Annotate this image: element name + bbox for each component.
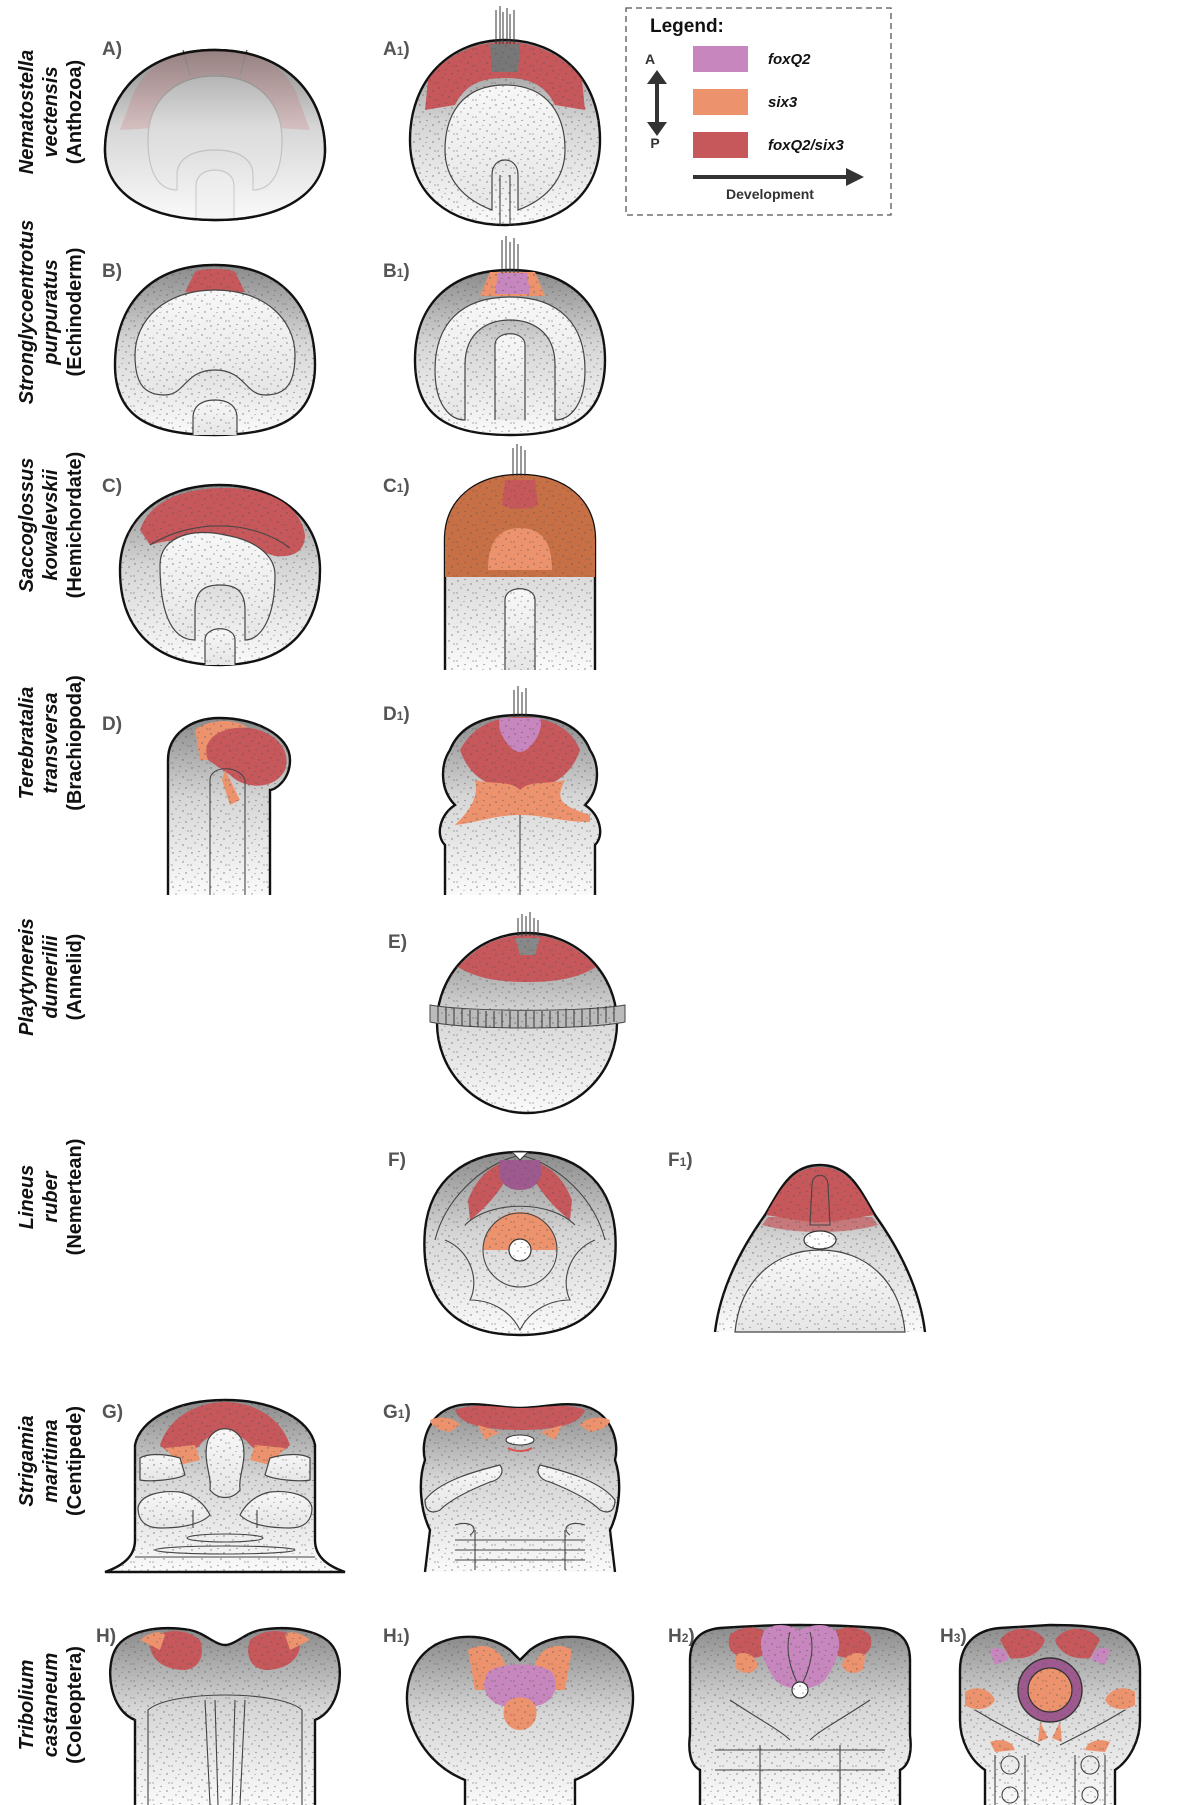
group-name: (Hemichordate) <box>64 452 86 599</box>
species-label-row-7: Strigamia maritima (Centipede) <box>16 1406 86 1516</box>
legend-label-six3: six3 <box>768 94 798 111</box>
group-name: (Nemertean) <box>64 1139 86 1256</box>
species-name-line1: Strigamia <box>16 1415 38 1506</box>
species-name-line2: transversa <box>40 692 62 793</box>
axis-posterior-label: P <box>650 135 659 151</box>
species-name-line2: vectensis <box>40 66 62 157</box>
panel-label-G: G) <box>102 1402 123 1423</box>
species-name-line2: kowalevskii <box>40 469 62 581</box>
species-label-row-8: Tribolium castaneum (Coleoptera) <box>16 1646 86 1764</box>
embryo-C1 <box>445 444 595 670</box>
development-label: Development <box>726 186 814 202</box>
species-label-row-5: Playtynereis dumerilii (Annelid) <box>16 918 86 1036</box>
embryo-C <box>120 485 320 665</box>
embryo-H <box>110 1628 340 1805</box>
legend-title: Legend: <box>650 16 724 37</box>
group-name: (Coleoptera) <box>64 1646 86 1764</box>
panel-label-H1: H1) <box>383 1626 410 1647</box>
axis-anterior-label: A <box>645 51 655 67</box>
species-label-row-4: Terebratalia transversa (Brachiopoda) <box>16 675 86 811</box>
panel-label-B1: B1) <box>383 261 410 282</box>
embryo-D1 <box>440 686 600 895</box>
embryo-B1 <box>415 236 605 435</box>
group-name: (Anthozoa) <box>64 60 86 164</box>
species-name-line2: purpuratus <box>40 259 62 366</box>
species-name-line1: Terebratalia <box>16 687 38 800</box>
embryo-H1 <box>407 1637 633 1805</box>
species-name-line1: Nematostella <box>16 50 38 175</box>
legend: Legend: A P foxQ2 six3 foxQ2/six3 Develo… <box>626 8 891 215</box>
legend-label-foxq2-six3: foxQ2/six3 <box>768 137 845 154</box>
species-name-line2: dumerilii <box>40 935 62 1019</box>
panel-label-H: H) <box>96 1626 116 1647</box>
apical-tuft-icon <box>514 686 526 717</box>
group-name: (Annelid) <box>64 934 86 1021</box>
panel-label-C: C) <box>102 476 122 497</box>
panel-label-D: D) <box>102 714 122 735</box>
embryo-G <box>105 1400 345 1572</box>
embryo-E <box>430 912 625 1113</box>
apical-tuft-icon <box>513 444 525 476</box>
panel-label-E: E) <box>388 932 407 953</box>
embryo-H2 <box>689 1625 910 1805</box>
species-name-line1: Saccoglossus <box>16 458 38 593</box>
species-name-line2: castaneum <box>40 1653 62 1758</box>
species-name-line2: maritima <box>40 1419 62 1502</box>
species-name-line1: Lineus <box>16 1165 38 1229</box>
group-name: (Echinoderm) <box>64 248 86 377</box>
panel-label-G1: G1) <box>383 1402 411 1423</box>
panel-label-H3: H3) <box>940 1626 967 1647</box>
species-label-row-1: Nematostella vectensis (Anthozoa) <box>16 50 86 175</box>
species-name-line2: ruber <box>40 1170 62 1222</box>
panel-label-A: A) <box>102 39 122 60</box>
embryo-B <box>115 265 315 435</box>
embryo-F <box>424 1152 615 1335</box>
embryo-D <box>168 718 290 895</box>
embryo-A1 <box>410 6 600 225</box>
species-label-row-6: Lineus ruber (Nemertean) <box>16 1139 86 1256</box>
legend-box <box>626 8 891 215</box>
panel-label-B: B) <box>102 261 122 282</box>
embryo-F1 <box>715 1165 925 1332</box>
panel-label-C1: C1) <box>383 476 410 497</box>
apical-tuft-icon <box>502 236 518 273</box>
species-name-line1: Playtynereis <box>16 918 38 1036</box>
legend-label-foxq2: foxQ2 <box>768 51 811 68</box>
legend-swatch-foxq2 <box>693 46 748 72</box>
apical-tuft-icon <box>496 6 514 44</box>
species-name-line1: Tribolium <box>16 1660 38 1751</box>
legend-swatch-six3 <box>693 89 748 115</box>
embryo-A <box>105 50 325 220</box>
species-label-row-3: Saccoglossus kowalevskii (Hemichordate) <box>16 452 86 599</box>
group-name: (Brachiopoda) <box>64 675 86 811</box>
panel-label-D1: D1) <box>383 704 410 725</box>
embryo-H3 <box>960 1625 1140 1805</box>
panel-label-A1: A1) <box>383 39 410 60</box>
legend-swatch-foxq2-six3 <box>693 132 748 158</box>
group-name: (Centipede) <box>64 1406 86 1516</box>
species-label-row-2: Stronglycoentrotus purpuratus (Echinoder… <box>16 220 86 404</box>
embryo-G1 <box>421 1404 619 1572</box>
panel-label-F: F) <box>388 1150 406 1171</box>
panel-label-F1: F1) <box>668 1150 693 1171</box>
panel-label-H2: H2) <box>668 1626 695 1647</box>
species-name-line1: Stronglycoentrotus <box>16 220 38 404</box>
